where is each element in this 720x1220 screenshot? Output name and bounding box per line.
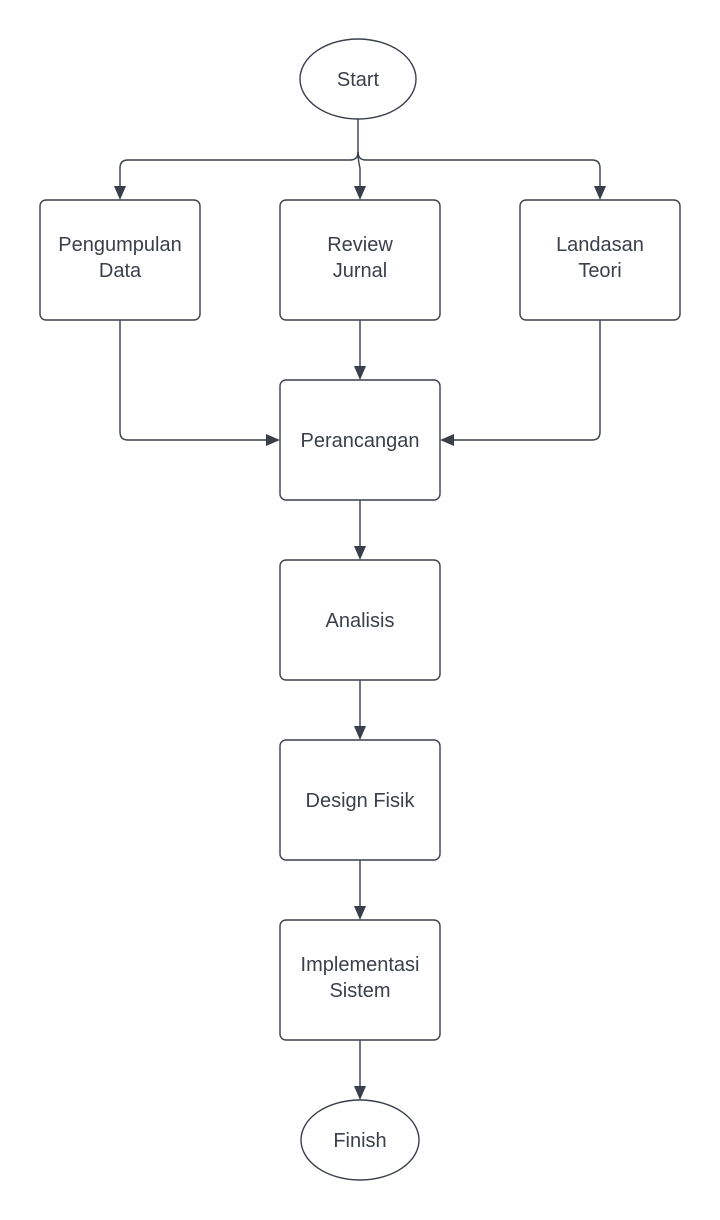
node-pengumpulan-label-line1: Pengumpulan: [58, 234, 181, 256]
arrowhead-analisis: [354, 546, 366, 560]
node-landasan-teori: Landasan Teori: [519, 199, 681, 321]
node-implementasi-label-line2: Sistem: [329, 980, 390, 1002]
node-landasan-label-line2: Teori: [578, 260, 621, 282]
node-perancangan-label: Perancangan: [301, 430, 420, 452]
connectors: [114, 119, 606, 1100]
node-implementasi-label-line1: Implementasi: [301, 954, 420, 976]
node-finish: Finish: [300, 1099, 420, 1181]
arrowhead-perancangan-top: [354, 366, 366, 380]
arrowhead-perancangan-right: [440, 434, 454, 446]
node-perancangan: Perancangan: [279, 379, 441, 501]
arrowhead-pengumpulan: [114, 186, 126, 200]
node-analisis: Analisis: [279, 559, 441, 681]
connector-pengumpulan-perancangan: [119, 320, 266, 441]
node-start-label: Start: [337, 69, 380, 91]
node-review-label-line1: Review: [327, 234, 393, 256]
node-pengumpulan-label-line2: Data: [99, 260, 142, 282]
node-start: Start: [299, 38, 417, 120]
arrowhead-review: [354, 186, 366, 200]
connector-start-landasan: [357, 151, 601, 188]
arrowhead-perancangan-left: [266, 434, 280, 446]
arrowhead-implementasi: [354, 906, 366, 920]
connector-start-split: [119, 119, 359, 188]
node-implementasi-sistem: Implementasi Sistem: [279, 919, 441, 1041]
node-pengumpulan-data: Pengumpulan Data: [39, 199, 201, 321]
node-review-jurnal: Review Jurnal: [279, 199, 441, 321]
node-review-label-line2: Jurnal: [333, 260, 387, 282]
arrowhead-landasan: [594, 186, 606, 200]
arrowhead-finish: [354, 1086, 366, 1100]
node-design-label: Design Fisik: [306, 790, 416, 812]
connector-landasan-perancangan: [454, 320, 601, 441]
node-landasan-label-line1: Landasan: [556, 234, 644, 256]
node-finish-label: Finish: [333, 1130, 386, 1152]
arrowhead-design: [354, 726, 366, 740]
node-design-fisik: Design Fisik: [279, 739, 441, 861]
node-analisis-label: Analisis: [326, 610, 395, 632]
